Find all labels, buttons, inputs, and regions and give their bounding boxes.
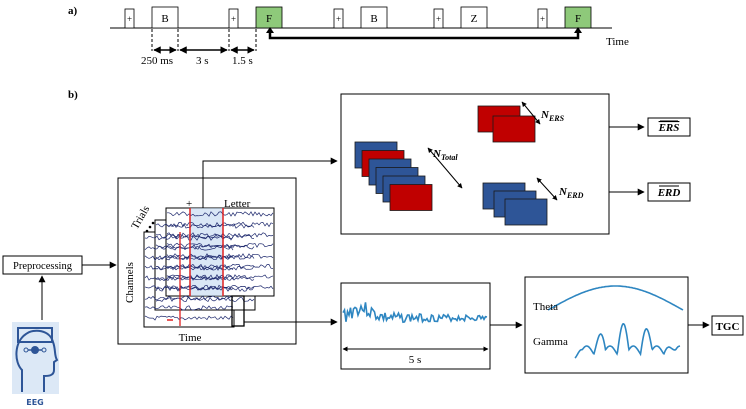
erd-trial-card bbox=[504, 198, 548, 226]
signal-duration-label: 5 s bbox=[409, 354, 422, 366]
theta-wave bbox=[547, 285, 684, 311]
target-interval-bracket bbox=[268, 29, 580, 40]
stimulus-box bbox=[460, 6, 488, 29]
stimulus-box bbox=[151, 6, 179, 29]
signal-box bbox=[340, 282, 491, 370]
fixation-label: + bbox=[336, 14, 341, 24]
stimulus-letter: B bbox=[161, 13, 168, 25]
stimulus-letter: B bbox=[370, 13, 377, 25]
gamma-label: Gamma bbox=[533, 336, 568, 348]
segment-highlight bbox=[231, 295, 245, 327]
n-total-label: NTotal bbox=[432, 148, 458, 162]
target-arrowhead bbox=[574, 27, 582, 33]
eeg-channel-trace bbox=[155, 265, 255, 271]
n-total-arrow bbox=[427, 147, 463, 189]
trial-card bbox=[389, 184, 433, 211]
n-ers-arrow bbox=[521, 101, 541, 125]
stimulus-sequence: + B + F + B + Z + F bbox=[124, 6, 592, 29]
duration-1-5s: 1.5 s bbox=[232, 55, 253, 67]
timeline-time-label: Time bbox=[606, 36, 629, 48]
ers-trial-card bbox=[492, 115, 536, 143]
letter-label: Letter bbox=[224, 198, 251, 210]
eeg-channel-trace bbox=[166, 284, 274, 291]
fixation-label: + bbox=[231, 14, 236, 24]
eeg-channel-trace bbox=[155, 233, 255, 240]
duration-250ms: 250 ms bbox=[141, 55, 173, 67]
eeg-channel-trace bbox=[166, 221, 274, 228]
n-erd-label: NERD bbox=[558, 186, 584, 200]
eeg-channel-trace bbox=[167, 263, 274, 270]
eeg-label: EEG bbox=[26, 398, 44, 407]
eeg-channel-trace bbox=[155, 275, 255, 282]
stimulus-box bbox=[360, 6, 388, 29]
tgc-output-label: TGC bbox=[716, 321, 740, 333]
n-ers-label: NERS bbox=[540, 109, 565, 123]
trial-stack-ers bbox=[477, 105, 536, 143]
fixation-label: + bbox=[127, 14, 132, 24]
theta-label: Theta bbox=[533, 301, 558, 313]
panel-a-label: a) bbox=[68, 5, 78, 17]
eeg-head-icon: EEG bbox=[12, 322, 59, 407]
eeg-channel-trace bbox=[166, 242, 274, 249]
ellipsis-dot bbox=[148, 225, 152, 229]
fixation-box bbox=[537, 8, 548, 29]
fixation-box bbox=[333, 8, 344, 29]
tgc-output-box bbox=[711, 315, 744, 336]
eeg-traces bbox=[144, 211, 274, 321]
signal-trace bbox=[342, 302, 488, 324]
duration-3s: 3 s bbox=[196, 55, 209, 67]
eeg-channel-trace bbox=[144, 235, 234, 241]
eeg-channel-trace bbox=[166, 232, 274, 238]
arrow-to-classification bbox=[202, 157, 338, 208]
trials-time-label: Time bbox=[179, 332, 202, 344]
plus-label: + bbox=[186, 198, 192, 210]
eeg-channel-trace bbox=[144, 285, 234, 291]
fixation-box bbox=[124, 8, 135, 29]
target-stimulus-box bbox=[255, 6, 283, 29]
trial-stack-total bbox=[354, 141, 433, 211]
fixation-label: + bbox=[436, 14, 441, 24]
fixation-box bbox=[433, 8, 444, 29]
ellipsis-dot bbox=[145, 229, 149, 233]
ers-output-label: ERS bbox=[658, 122, 680, 134]
trial-stack-erd bbox=[482, 182, 548, 226]
eeg-channel-trace bbox=[166, 253, 274, 259]
channels-label: Channels bbox=[124, 262, 136, 303]
eeg-channel-trace bbox=[155, 286, 255, 292]
target-arrowhead bbox=[266, 27, 274, 33]
stimulus-letter: F bbox=[575, 13, 581, 25]
eeg-channel-trace bbox=[166, 274, 274, 280]
eeg-channel-trace bbox=[144, 315, 234, 321]
eeg-channel-trace bbox=[155, 244, 255, 250]
fixation-label: + bbox=[540, 14, 545, 24]
ellipsis-dot bbox=[151, 221, 155, 225]
stimulus-letter: Z bbox=[471, 13, 478, 25]
gamma-wave bbox=[574, 322, 681, 359]
preprocessing-label: Preprocessing bbox=[13, 261, 73, 272]
erd-output-box bbox=[647, 182, 691, 202]
erd-output-label: ERD bbox=[657, 187, 681, 199]
n-erd-arrow bbox=[536, 177, 558, 201]
stimulus-letter: F bbox=[266, 13, 272, 25]
ers-output-box bbox=[647, 117, 691, 137]
fixation-box bbox=[228, 8, 239, 29]
eeg-channel-trace bbox=[144, 295, 234, 301]
eeg-channel-trace bbox=[144, 305, 234, 311]
letter-window-shade bbox=[190, 208, 223, 296]
eeg-channel-trace bbox=[144, 255, 234, 261]
coupling-box bbox=[524, 276, 689, 374]
eeg-channel-trace bbox=[167, 211, 274, 217]
panel-b-label: b) bbox=[68, 89, 78, 101]
eeg-channel-trace bbox=[155, 296, 255, 303]
